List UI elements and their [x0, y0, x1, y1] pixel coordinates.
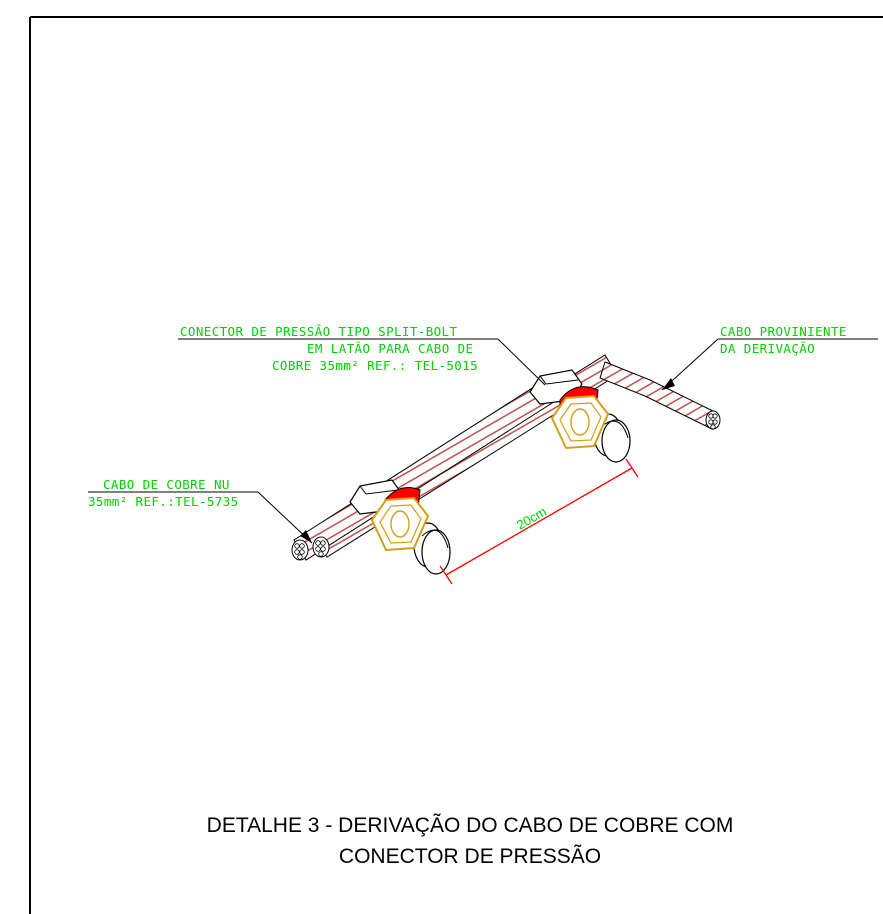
main-cable-end-left [291, 539, 309, 561]
dimension-tick-end [625, 458, 639, 478]
leader-branch-arrowhead [662, 378, 675, 390]
leader-main-arrowhead [300, 530, 312, 543]
dimension-tick-start [439, 565, 453, 585]
branch-cable-end [705, 410, 721, 430]
connector-left-nut [370, 496, 430, 552]
branch-cable-label-line1: CABO PROVINIENTE [720, 324, 847, 339]
connector-label-line2: EM LATÃO PARA CABO DE [307, 341, 474, 356]
branch-cable-label-line2: DA DERIVAÇÃO [720, 341, 816, 356]
main-cable-label-line2: 35mm² REF.:TEL-5735 [88, 494, 239, 509]
main-cable-end-right [312, 536, 330, 558]
leader-branch-cable [661, 338, 878, 391]
detail-title-line1: DETALHE 3 - DERIVAÇÃO DO CABO DE COBRE C… [206, 814, 734, 837]
connector-label-line3: COBRE 35mm² REF.: TEL-5015 [272, 358, 479, 373]
dimension-line [445, 467, 633, 576]
dimension-label: 20cm [514, 504, 549, 533]
split-bolt-connector-right [529, 369, 631, 463]
leader-main-cable [88, 491, 313, 544]
split-bolt-connector-left [349, 479, 451, 575]
connector-label-line1: CONECTOR DE PRESSÃO TIPO SPLIT-BOLT [180, 324, 458, 339]
branch-cable [599, 361, 716, 429]
detail-title-line2: CONECTOR DE PRESSÃO [338, 845, 602, 868]
main-cable-label-line1: CABO DE COBRE NU [103, 477, 230, 492]
leader-connector [178, 338, 546, 386]
connector-right-nut [550, 394, 610, 450]
dimension-20cm: 20cm [439, 458, 639, 585]
